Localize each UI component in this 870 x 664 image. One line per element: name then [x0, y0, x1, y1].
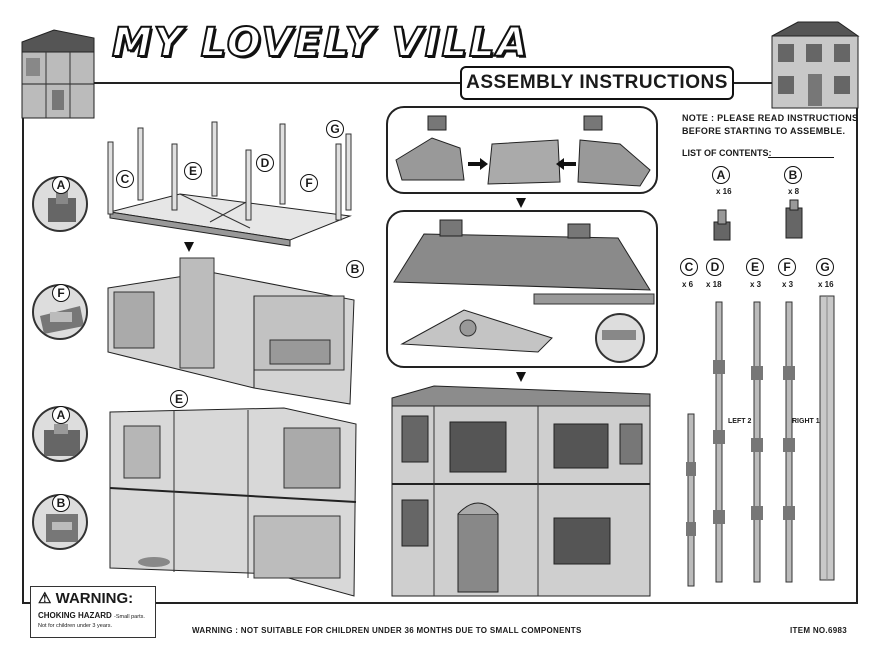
part-d-qty: x 18: [706, 280, 722, 289]
label-b: B: [346, 260, 364, 278]
label-d: D: [256, 154, 274, 172]
warning-triangle-icon: ⚠: [38, 590, 52, 607]
assembly-banner: ASSEMBLY INSTRUCTIONS: [460, 66, 734, 100]
part-c-label: C: [680, 258, 698, 276]
part-e-label: E: [746, 258, 764, 276]
choking-hazard-line: CHOKING HAZARD -Small parts.: [38, 611, 145, 620]
pole-right-label: RIGHT 1: [792, 418, 820, 425]
part-g-label: G: [816, 258, 834, 276]
part-a-qty: x 16: [716, 187, 732, 196]
pole-f-icon: [783, 301, 795, 583]
instruction-frame: [22, 82, 858, 604]
footer-warning: WARNING : NOT SUITABLE FOR CHILDREN UNDE…: [192, 626, 582, 635]
part-g-qty: x 16: [818, 280, 834, 289]
pole-left-label: LEFT 2: [728, 418, 752, 425]
part-b-label: B: [784, 166, 802, 184]
roof-step-panel-2: [386, 210, 658, 368]
label-e: E: [184, 162, 202, 180]
zoom-label-b: B: [52, 494, 70, 512]
part-a-connector-icon: [713, 209, 731, 241]
zoom-label-f: F: [52, 284, 70, 302]
read-instructions-note: NOTE : PLEASE READ INSTRUCTIONS BEFORE S…: [682, 112, 858, 138]
part-e-qty: x 3: [750, 280, 762, 289]
part-a-label: A: [712, 166, 730, 184]
note-line-1: NOTE : PLEASE READ INSTRUCTIONS: [682, 113, 859, 123]
note-line-2: BEFORE STARTING TO ASSEMBLE.: [682, 126, 846, 136]
zoom-label-a-step3: A: [52, 406, 70, 424]
choking-warning-box: [30, 586, 156, 638]
roof-step-panel-1: [386, 106, 658, 194]
part-f-label: F: [778, 258, 796, 276]
arrow-down-2: [516, 198, 526, 208]
contents-label: LIST OF CONTENTS:: [682, 148, 772, 158]
pole-e-icon: [751, 301, 763, 583]
label-g: G: [326, 120, 344, 138]
product-title: MY LOVELY VILLA: [111, 19, 530, 67]
age-fine-print: Not for children under 3 years.: [38, 623, 112, 629]
part-f-qty: x 3: [782, 280, 794, 289]
choking-hazard-text: CHOKING HAZARD: [38, 611, 112, 620]
step1-base-illustration: [107, 121, 352, 247]
label-e-step3: E: [170, 390, 188, 408]
pole-g-icon: [819, 295, 835, 581]
part-b-qty: x 8: [788, 187, 800, 196]
arrow-down-3: [516, 372, 526, 382]
label-c: C: [116, 170, 134, 188]
contents-underline: [768, 157, 834, 158]
warning-title: WARNING:: [55, 590, 134, 607]
pole-d-icon: [713, 301, 725, 583]
part-b-connector-icon: [785, 199, 803, 239]
step3-two-storey-illustration: [109, 407, 357, 597]
choking-hazard-detail: -Small parts.: [114, 614, 145, 620]
zoom-label-a: A: [52, 176, 70, 194]
part-d-label: D: [706, 258, 724, 276]
house-thumbnail-open: [21, 29, 95, 119]
item-number: ITEM NO.6983: [790, 626, 847, 635]
completed-villa-illustration: [391, 385, 651, 597]
house-thumbnail-closed: [771, 21, 860, 109]
arrow-down-1: [184, 242, 194, 252]
label-f: F: [300, 174, 318, 192]
pole-c-icon: [686, 413, 696, 587]
part-c-qty: x 6: [682, 280, 694, 289]
step2-walls-illustration: [107, 257, 355, 405]
warning-heading: ⚠ WARNING:: [38, 589, 133, 607]
